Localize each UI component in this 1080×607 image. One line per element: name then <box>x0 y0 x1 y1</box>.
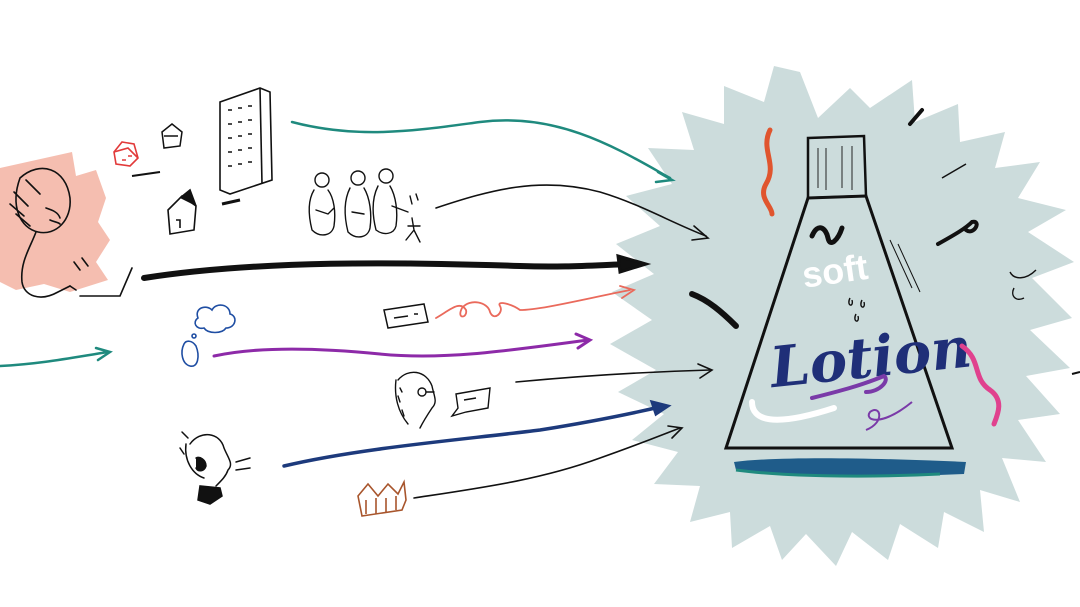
flask-base-shadow <box>734 458 966 477</box>
red-house-shadow <box>131 171 161 177</box>
flask-base-teal <box>735 468 941 478</box>
coral-arrow-head <box>619 285 637 299</box>
teal-arrow-top <box>290 119 672 180</box>
person-at-laptop-icon <box>9 167 133 298</box>
teal-arrow-left <box>0 350 110 368</box>
magenta-squiggle <box>959 343 1002 427</box>
black-line-right <box>889 239 921 293</box>
black-arrow-middle-head <box>697 363 714 379</box>
flask-neck-lines <box>817 146 853 190</box>
black-arrow-thin <box>435 184 707 237</box>
black-dash-2 <box>941 163 967 179</box>
envelope-icon <box>383 303 429 329</box>
thinking-person-icon <box>181 304 236 367</box>
flask-body <box>723 194 955 450</box>
lotion-purple-curl <box>865 401 913 431</box>
lotion-flask: soft Lotion <box>723 134 975 478</box>
black-arrow-bottom-head <box>667 425 684 439</box>
speech-bubble-icon <box>450 387 491 418</box>
group-of-people-icon <box>308 168 421 243</box>
drops-icon <box>848 297 866 322</box>
black-squiggle-right <box>936 219 979 246</box>
lotion-white-swash <box>749 399 837 423</box>
black-curl-right <box>1009 269 1037 300</box>
brown-fence-icon <box>357 479 407 517</box>
coral-arrow <box>435 289 631 319</box>
black-arrow-thick-head <box>616 253 652 274</box>
flask-black-squiggle <box>809 225 845 245</box>
small-house-icon <box>161 123 183 149</box>
red-house-icon <box>113 141 139 167</box>
arrows <box>0 119 714 499</box>
black-arrow-thick <box>141 260 643 281</box>
flask-label-top: soft <box>799 246 870 296</box>
black-arrow-middle <box>515 369 711 383</box>
teal-arrow-left-head <box>94 346 113 362</box>
dark-house-icon <box>167 188 197 235</box>
purple-arrow-head <box>574 332 594 350</box>
talking-man-icon <box>179 431 251 505</box>
teal-arrow-top-head <box>654 170 676 184</box>
purple-arrow <box>212 338 590 358</box>
black-slash-left <box>689 291 739 329</box>
black-arrow-thin-head <box>691 225 710 241</box>
flask-neck <box>806 134 868 200</box>
navy-arrow-head <box>649 399 672 417</box>
black-dash-far-right <box>1071 371 1080 375</box>
black-dash-1 <box>908 108 924 126</box>
office-building-icon <box>219 87 273 206</box>
man-with-glasses-icon <box>394 371 436 429</box>
lotion-purple-swash <box>810 373 888 400</box>
black-arrow-bottom <box>413 427 681 499</box>
orange-squiggle <box>761 127 775 217</box>
navy-arrow <box>282 404 666 468</box>
